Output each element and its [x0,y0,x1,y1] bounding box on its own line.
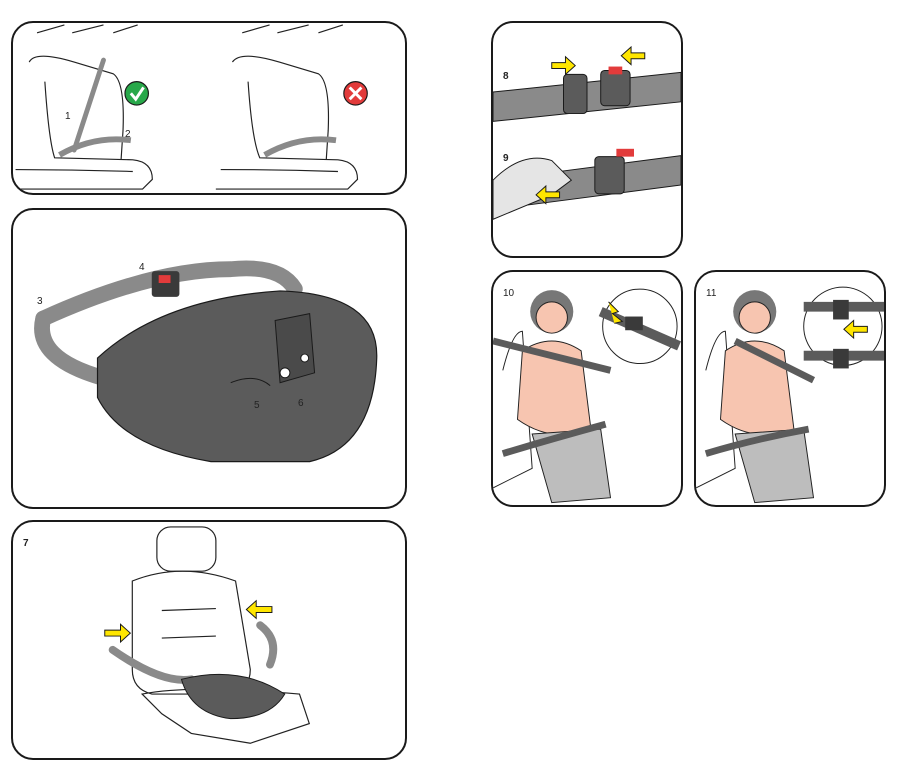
yellow-arrow-icon [535,184,561,205]
yellow-arrow-icon [551,55,576,76]
callout-6: 6 [298,398,304,409]
callout-2: 2 [125,129,131,140]
panel-product-overview: 3 4 5 6 [11,208,407,509]
step-7-illustration [104,526,311,744]
product-illustration [34,260,378,463]
step-number-8: 8 [503,71,509,82]
step-11-illustration [696,286,884,504]
step-number-9: 9 [503,153,509,164]
step-number-10: 10 [503,288,515,299]
step-10-illustration [493,288,681,504]
step-8-9-illustration [493,45,681,220]
check-mark-icon [124,81,150,106]
panel-steps-8-9: 8 9 [491,21,683,258]
panel-step-11: 11 [694,270,886,507]
yellow-arrow-icon [620,45,646,66]
panel-step-10: 10 [491,270,683,507]
callout-1: 1 [65,111,71,122]
panel-step-7: 7 [11,520,407,760]
yellow-arrow-icon [104,623,132,644]
seat-check-illustration [15,24,368,190]
yellow-arrow-icon [608,301,624,324]
callout-5: 5 [254,400,260,411]
yellow-arrow-icon [843,319,868,340]
step-number-11: 11 [706,288,717,299]
yellow-arrow-icon [245,599,273,620]
callout-3: 3 [37,296,43,307]
callout-4: 4 [139,262,145,273]
step-number-7: 7 [23,538,29,549]
panel-seat-check: 1 2 [11,21,407,195]
buckle-red-tab [158,275,171,284]
